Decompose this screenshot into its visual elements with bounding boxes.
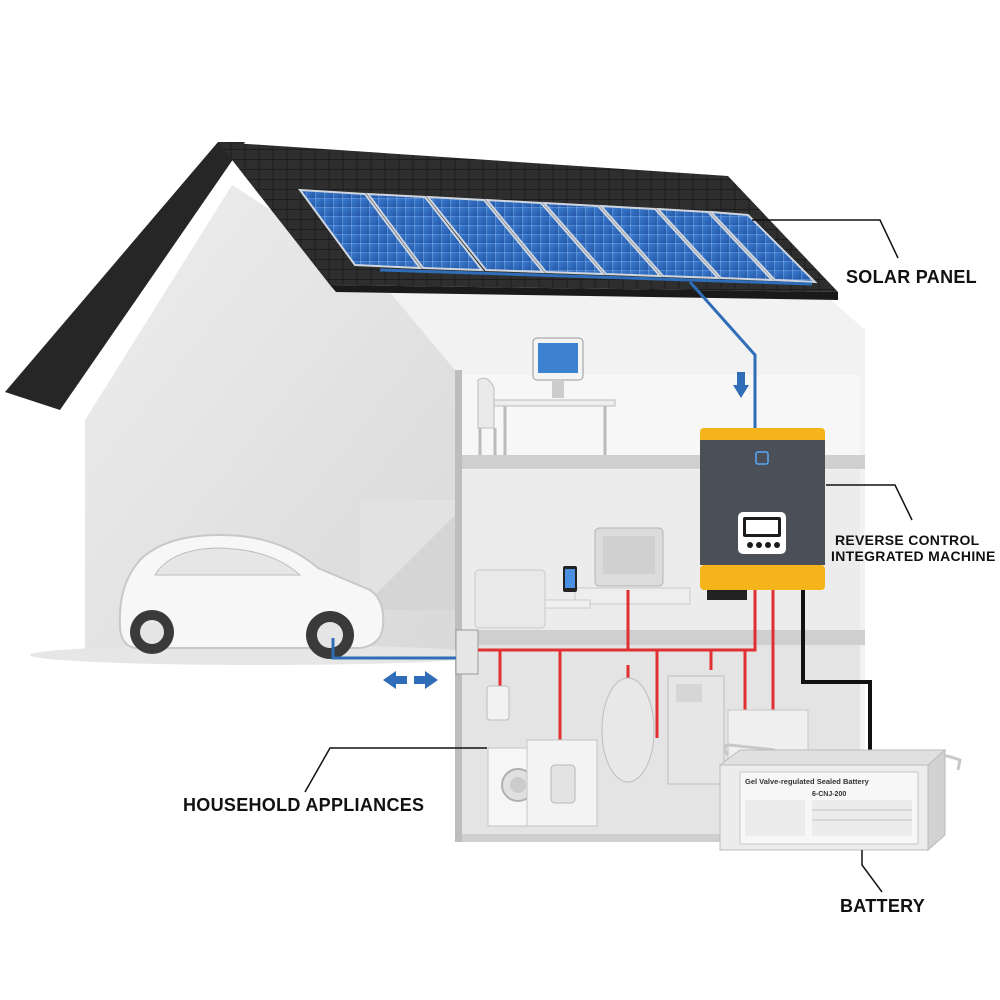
living-room	[360, 500, 691, 629]
inverter-label-line1: REVERSE CONTROL	[835, 532, 980, 548]
inverter-logo	[755, 451, 769, 465]
battery-side	[927, 748, 946, 852]
panel-rail	[379, 268, 813, 286]
solar-panel-label: SOLAR PANEL	[846, 267, 977, 287]
battery-label-text: BATTERY	[840, 896, 926, 916]
floor-slab-middle	[455, 630, 865, 645]
arrow-down-icon	[733, 372, 749, 398]
household-appliances-label: HOUSEHOLD APPLIANCES	[183, 795, 425, 815]
roof-edge	[330, 285, 838, 300]
dryer	[526, 739, 598, 827]
dc-wire-panel	[688, 281, 757, 430]
floor-slab-lower	[455, 834, 865, 842]
side-wall	[455, 370, 462, 842]
water-heater	[601, 677, 655, 783]
ac-wire-main	[478, 590, 757, 652]
battery-wire	[801, 590, 872, 752]
ac-wire-branch	[498, 650, 747, 742]
inverter-terminals	[707, 590, 747, 600]
household-appliances-group	[486, 675, 809, 827]
sofa	[474, 569, 546, 629]
coffee-table	[544, 599, 591, 609]
roof-left	[5, 142, 245, 410]
inverter-label-line2: INTEGRATED MACHINE	[831, 548, 996, 564]
solar-panel	[655, 207, 775, 282]
car-windows	[154, 547, 302, 576]
solar-panel-leader	[752, 219, 899, 259]
solar-panel	[425, 195, 546, 274]
solar-panel	[598, 204, 721, 280]
callout-lines	[304, 219, 913, 893]
inverter-leader	[826, 484, 913, 521]
solar-panel	[484, 198, 606, 276]
solar-panel	[541, 201, 663, 278]
battery-brand-title: Gel Valve-regulated Sealed Battery	[745, 777, 870, 786]
car-charging-wire	[331, 638, 456, 660]
study-room	[477, 337, 616, 455]
battery-handle	[723, 743, 776, 756]
chair	[477, 377, 495, 429]
bidirectional-arrow-icon	[383, 671, 438, 689]
wall-socket	[486, 685, 510, 721]
battery-model: 6-CNJ-200	[812, 791, 846, 798]
electric-car	[118, 533, 385, 659]
battery-leader	[861, 850, 883, 893]
solar-panel	[297, 188, 423, 270]
battery: Gel Valve-regulated Sealed Battery 6-CNJ…	[718, 743, 962, 852]
tv-stand	[574, 587, 691, 605]
distribution-box	[455, 629, 479, 675]
inverter	[700, 428, 825, 600]
solar-panel	[708, 210, 818, 284]
inverter-bottom-cap	[700, 565, 825, 590]
battery-top	[718, 749, 947, 766]
desk	[489, 399, 616, 407]
solar-panel	[365, 192, 485, 272]
household-leader	[304, 747, 487, 793]
solar-panel-array	[297, 188, 818, 286]
